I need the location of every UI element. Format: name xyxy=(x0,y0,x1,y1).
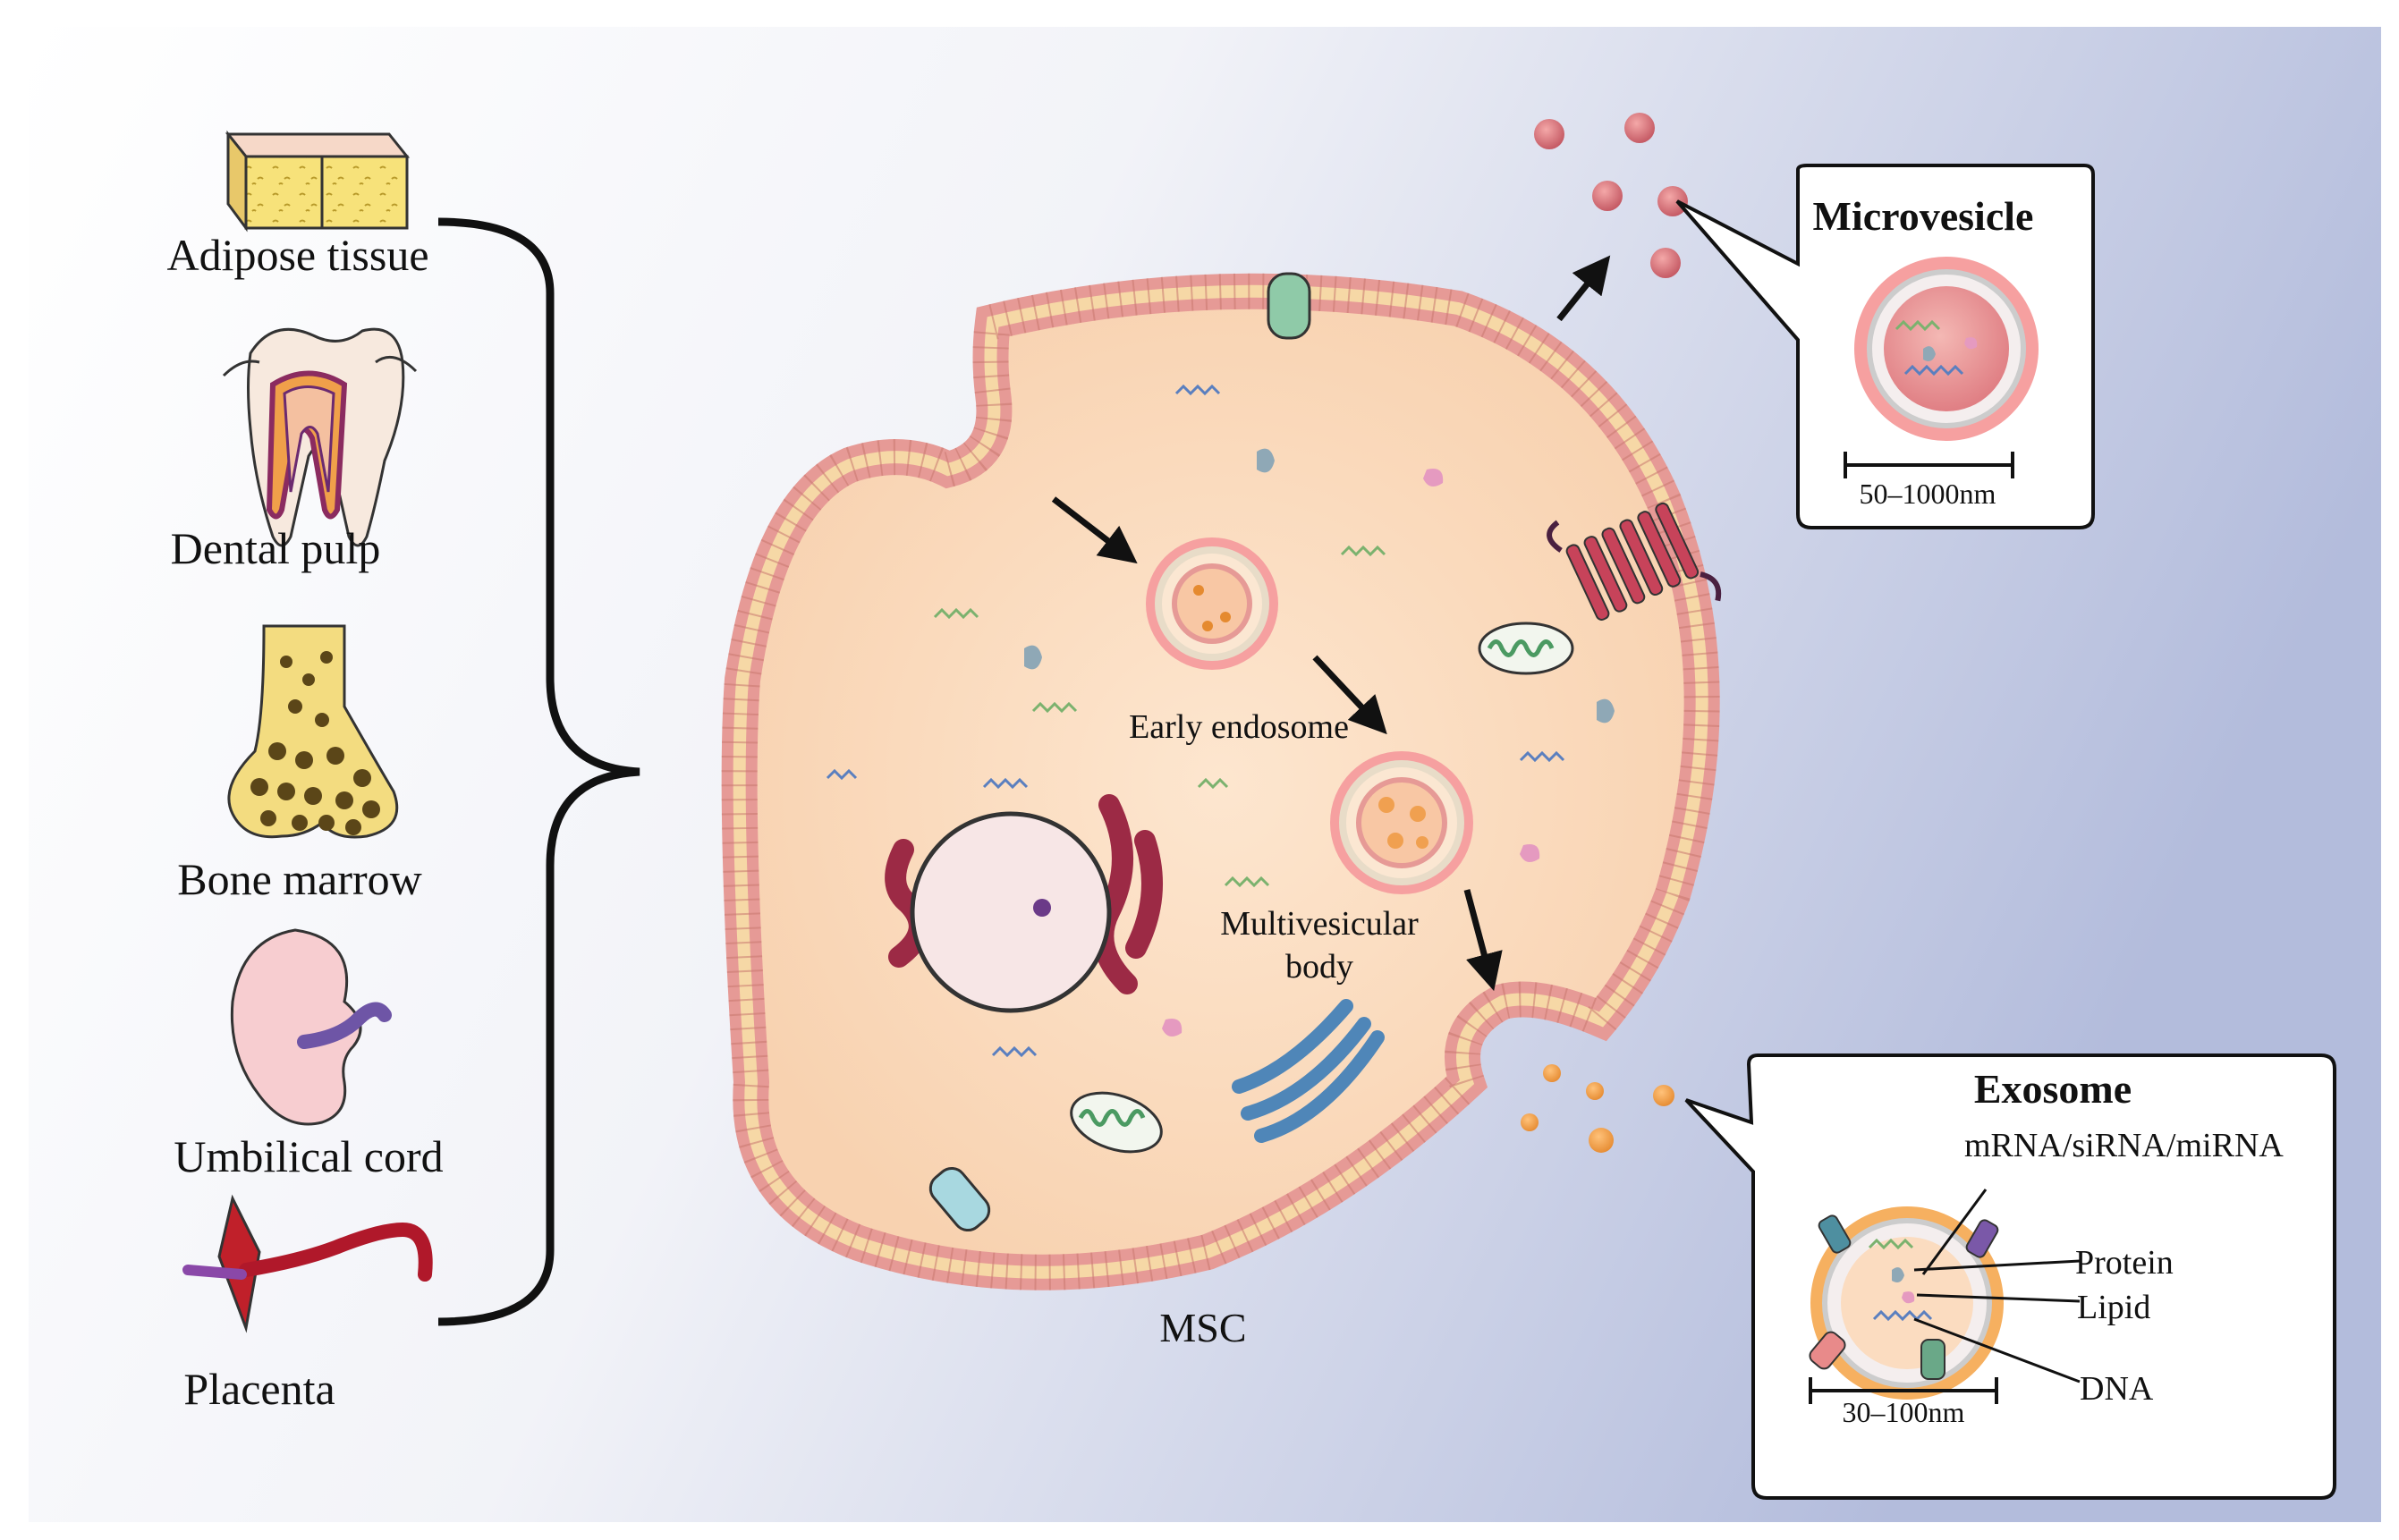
exosome-dna-label: DNA xyxy=(2080,1370,2154,1408)
arrow-to-endosome xyxy=(1051,496,1138,564)
bone-marrow-icon xyxy=(227,624,399,839)
exosome-rna-label: mRNA/siRNA/miRNA xyxy=(1964,1127,2284,1164)
mitochondrion-1 xyxy=(1478,622,1574,675)
membrane-channel-top xyxy=(1267,272,1311,340)
source-label-placenta: Placenta xyxy=(183,1364,335,1414)
source-label-dental: Dental pulp xyxy=(171,523,381,573)
released-microvesicles xyxy=(1534,113,1688,278)
arrow-to-mvb xyxy=(1312,655,1387,735)
exosome-size: 30–100nm xyxy=(1843,1396,1965,1428)
early-endosome xyxy=(1146,537,1278,670)
microvesicle-callout xyxy=(1675,164,2095,529)
membrane-receptor xyxy=(1547,502,1722,621)
nucleus xyxy=(885,794,1163,1013)
golgi-apparatus xyxy=(1232,999,1385,1143)
early-endosome-label: Early endosome xyxy=(1129,708,1349,746)
exosome-callout xyxy=(1684,1053,2336,1500)
exosome-protein-label: Protein xyxy=(2075,1244,2174,1282)
membrane-channel-bottom xyxy=(928,1166,991,1232)
placenta-icon xyxy=(182,1194,433,1333)
mitochondrion-2 xyxy=(1070,1091,1163,1154)
released-exosomes xyxy=(1521,1064,1674,1153)
mvb-label-line1: Multivesicular xyxy=(1220,905,1419,943)
source-label-umbilical: Umbilical cord xyxy=(174,1131,443,1181)
microvesicle-size: 50–1000nm xyxy=(1860,478,1996,510)
arrow-to-exocytosis xyxy=(1463,889,1503,992)
source-label-adipose: Adipose tissue xyxy=(166,230,428,280)
microvesicle-title: Microvesicle xyxy=(1813,193,2034,239)
mvb-label-line2: body xyxy=(1285,948,1353,986)
msc-label: MSC xyxy=(1159,1305,1246,1350)
adipose-tissue-icon xyxy=(225,130,411,233)
source-label-bone: Bone marrow xyxy=(177,854,422,904)
grouping-brace xyxy=(437,217,640,1326)
umbilical-cord-icon xyxy=(230,928,392,1126)
exosome-title: Exosome xyxy=(1974,1066,2132,1112)
protein-blobs xyxy=(1024,448,1615,1037)
arrow-to-microvesicle xyxy=(1556,255,1611,322)
rna-fragments xyxy=(826,384,1565,1058)
dental-pulp-icon xyxy=(222,327,418,547)
multivesicular-body xyxy=(1330,751,1473,894)
exosome-lipid-label: Lipid xyxy=(2077,1289,2150,1326)
